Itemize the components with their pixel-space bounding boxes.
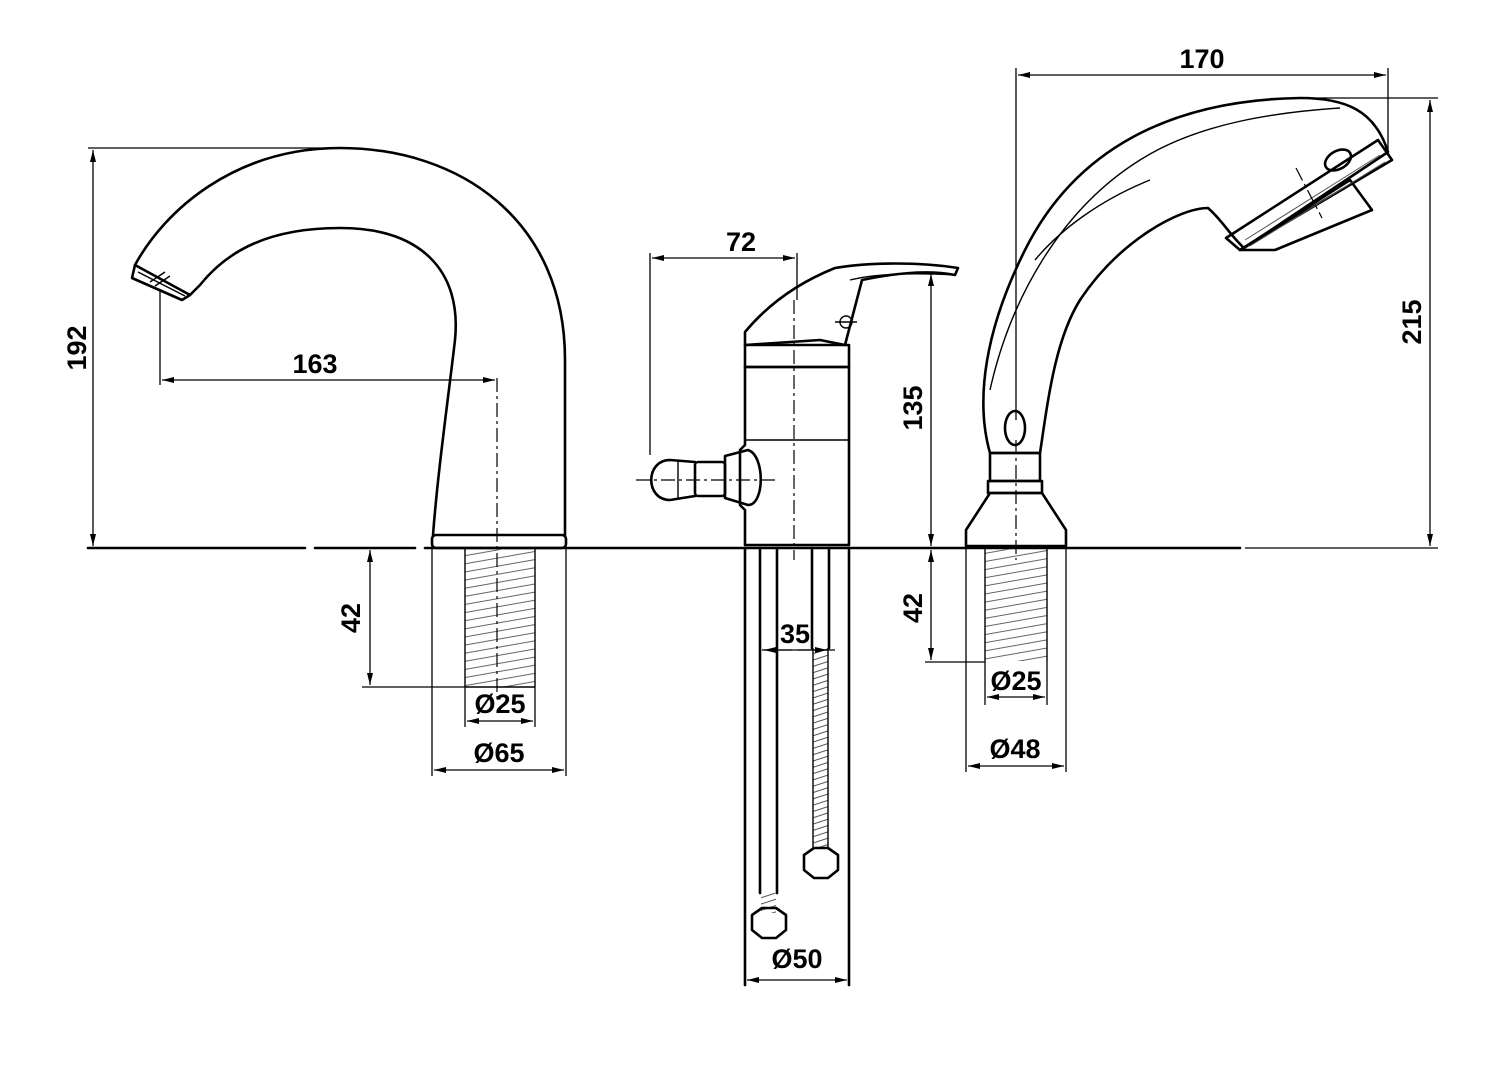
shower-handle-outline xyxy=(982,96,1390,455)
mixer-dimensions: 72 135 35 Ø50 xyxy=(649,227,934,983)
spout xyxy=(130,146,568,700)
mixer-body xyxy=(738,365,851,547)
mixer-hose-right xyxy=(802,546,840,880)
spout-body-outline xyxy=(133,146,567,537)
dim-spout-shank-length: 42 xyxy=(336,603,366,633)
dim-spout-height: 192 xyxy=(62,325,92,370)
dim-shower-height: 215 xyxy=(1397,299,1427,344)
dim-shower-base-diameter: Ø48 xyxy=(989,734,1040,764)
dim-mixer-height: 135 xyxy=(898,385,928,430)
shower-spray-selector xyxy=(1323,148,1353,172)
shower-neck xyxy=(988,451,1042,483)
shower-button xyxy=(1003,409,1027,447)
dim-shower-length: 170 xyxy=(1179,44,1224,74)
mixer-hose-left xyxy=(750,546,788,940)
dim-shower-thread-diameter: Ø25 xyxy=(990,666,1041,696)
shower-dimensions: 170 215 42 Ø25 Ø48 xyxy=(898,44,1438,772)
dim-spout-base-diameter: Ø65 xyxy=(473,738,524,768)
spout-shank xyxy=(465,549,535,687)
mixer-collar xyxy=(743,343,851,369)
hand-shower xyxy=(964,96,1394,661)
spout-aerator xyxy=(130,263,192,302)
spout-base xyxy=(430,533,568,550)
shower-shank xyxy=(985,549,1047,661)
dim-shower-shank-length: 42 xyxy=(898,593,928,623)
mixer-lever xyxy=(743,262,960,347)
dim-mixer-width: 72 xyxy=(726,227,756,257)
mixer-diverter-knob xyxy=(723,448,763,507)
dim-mixer-hose-spacing: 35 xyxy=(780,619,810,649)
dim-mixer-base-diameter: Ø50 xyxy=(771,944,822,974)
mixer xyxy=(636,262,960,987)
shower-head-face xyxy=(1224,138,1394,252)
shower-holder-base xyxy=(964,491,1068,548)
dim-spout-thread-diameter: Ø25 xyxy=(474,689,525,719)
spout-dimensions: 192 163 42 Ø25 Ø65 xyxy=(62,147,567,776)
dim-spout-reach: 163 xyxy=(292,349,337,379)
